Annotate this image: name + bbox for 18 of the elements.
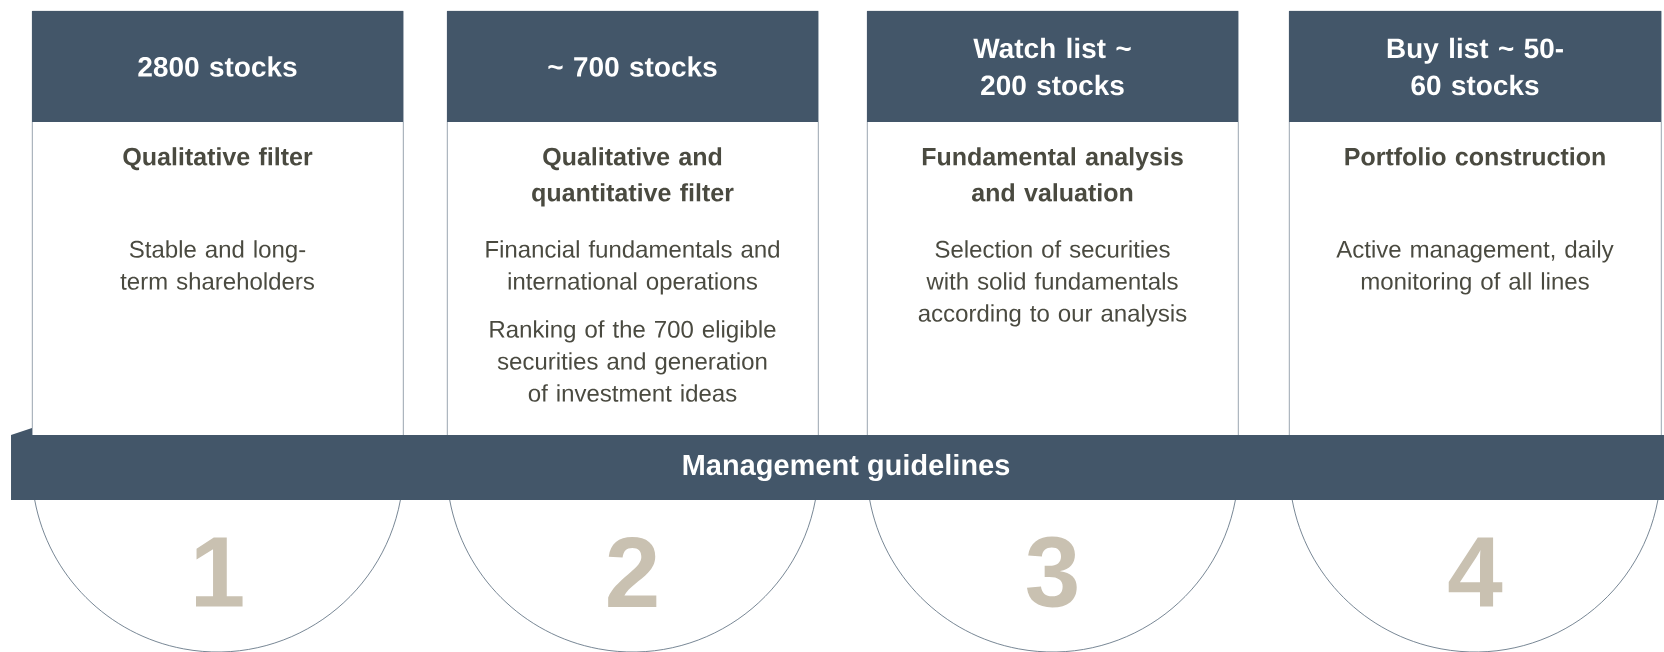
header-bar: ~ 700 stocks [447, 11, 818, 122]
stage-card [447, 11, 819, 437]
stage-description: Stable and long-term shareholders [120, 240, 314, 290]
stage-title: Portfolio construction [1345, 147, 1605, 166]
stage-description: Ranking of the 700 eligible securities and generation of investment ideas [490, 320, 776, 402]
stage-card [32, 11, 404, 437]
stage-description: Selection of securities with solid fundamentals according to our analysis [918, 240, 1187, 327]
header-bar: 2800 stocks [32, 11, 403, 122]
guidelines-band: Management guidelines [11, 428, 1664, 500]
header-bar: Buy list ~ 50-60 stocks [1289, 11, 1661, 122]
stage-description: Active management, daily monitoring of all lines [1336, 240, 1614, 295]
header-bar: Watch list ~ 200 stocks [867, 11, 1238, 122]
stage-title: Qualitative and quantitative filter [532, 147, 734, 207]
stage-description: Financial fundamentals and international operations [486, 240, 779, 295]
stage-card [867, 11, 1239, 437]
stage-card [1289, 11, 1662, 437]
stage-title: Fundamental analysis and valuation [922, 147, 1183, 202]
stage-title: Qualitative filter [123, 147, 313, 171]
